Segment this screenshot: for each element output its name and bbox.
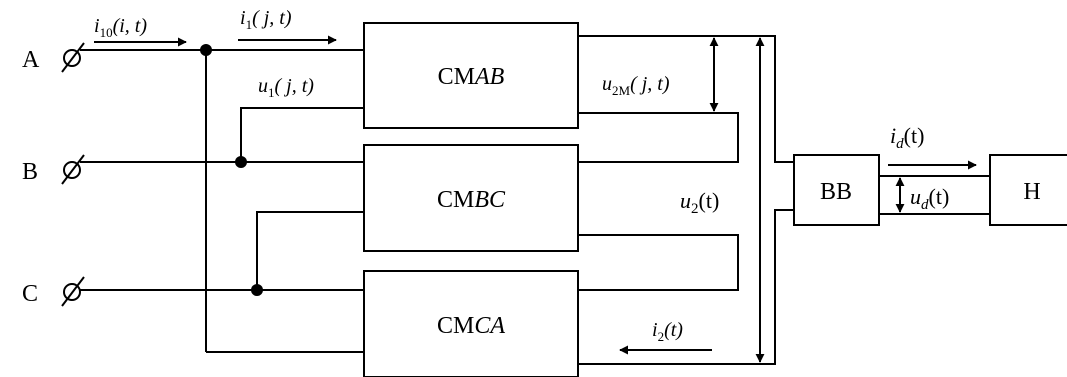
output-wiring — [578, 35, 794, 365]
signal-label-ud: ud(t) — [910, 184, 949, 213]
svg-text:CMCA: CMCA — [437, 313, 505, 339]
svg-text:CMAB: CMAB — [438, 64, 505, 90]
signal-label-i1: i1( j, t) — [240, 7, 292, 32]
block-cm-ab: CMAB — [363, 22, 579, 129]
block-cm-ca: CMCA — [363, 270, 579, 377]
signal-label-i10: i10(i, t) — [94, 15, 147, 40]
signal-label-u2: u2(t) — [680, 188, 719, 217]
input-wiring — [80, 49, 364, 353]
junction-dots — [200, 44, 263, 296]
svg-text:H: H — [1023, 179, 1040, 205]
terminal-a-icon — [61, 42, 85, 73]
block-h: H — [989, 154, 1067, 226]
svg-text:BB: BB — [820, 179, 852, 205]
svg-text:CMBC: CMBC — [437, 187, 506, 213]
block-bb: BB — [793, 154, 880, 226]
signal-label-u1: u1( j, t) — [258, 75, 314, 100]
input-label-c: C — [22, 281, 38, 307]
terminal-c-icon — [61, 276, 85, 307]
signal-label-i2: i2(t) — [652, 319, 683, 344]
signal-label-id: id(t) — [890, 123, 924, 152]
input-label-a: A — [22, 47, 40, 73]
bb-h-wiring — [879, 175, 990, 215]
input-label-b: B — [22, 159, 38, 185]
block-cm-bc: CMBC — [363, 144, 579, 252]
terminal-b-icon — [61, 154, 85, 185]
signal-label-u2m: u2M( j, t) — [602, 73, 670, 98]
signal-arrows — [94, 35, 977, 363]
